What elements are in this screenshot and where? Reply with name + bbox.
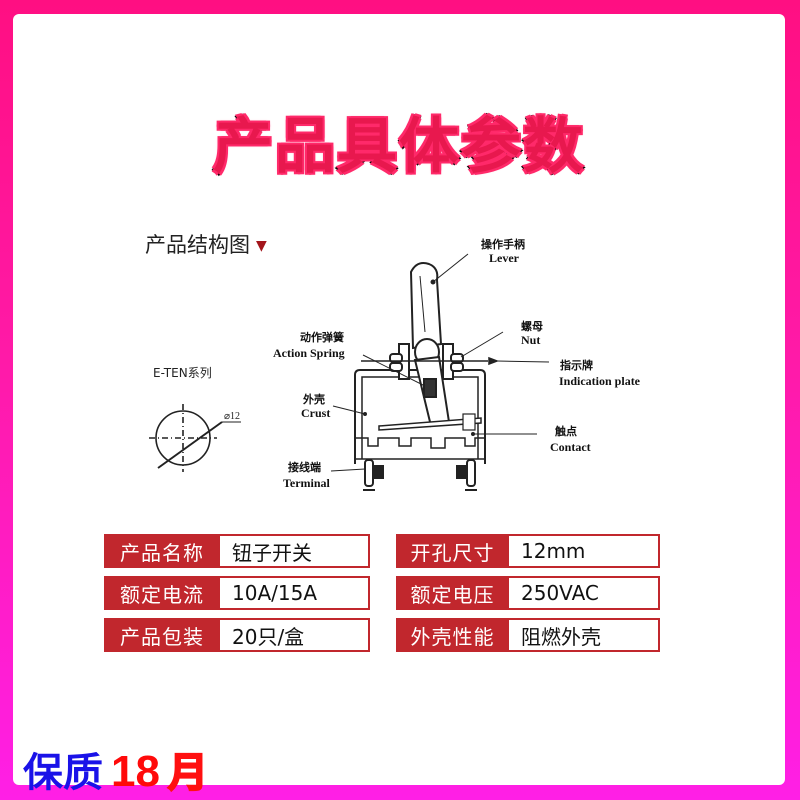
content-panel: 产品具体参数 产品结构图 ▼ E-TEN系列 ⌀12 [13, 14, 785, 797]
spec-value: 250VAC [509, 576, 660, 610]
indication-plate-label-cn: 指示牌 [560, 358, 593, 372]
structure-heading: 产品结构图 ▼ [145, 229, 267, 259]
contact-label-en: Contact [550, 440, 591, 454]
series-label: E-TEN系列 [153, 366, 212, 380]
switch-drawing [354, 262, 486, 491]
spec-label: 额定电压 [396, 576, 509, 610]
spec-label: 外壳性能 [396, 618, 509, 652]
warranty-prefix: 保质 [23, 750, 103, 796]
warranty-unit: 月 [167, 749, 209, 797]
page-title: 产品具体参数 [212, 111, 585, 184]
spec-value: 12mm [509, 534, 660, 568]
spec-label: 产品包装 [104, 618, 220, 652]
terminal-label-cn: 接线端 [288, 460, 321, 474]
action-spring-label-cn: 动作弹簧 [300, 330, 344, 344]
triangle-down-icon: ▼ [256, 238, 267, 254]
toggle-switch-structure-diagram: E-TEN系列 ⌀12 [149, 237, 641, 491]
callout-leaders [330, 253, 537, 472]
indication-plate-line [361, 356, 550, 366]
structure-heading-text: 产品结构图 [145, 233, 250, 257]
contact-label-cn: 触点 [554, 424, 577, 438]
spec-label: 额定电流 [104, 576, 220, 610]
spec-value: 20只/盒 [220, 618, 370, 652]
crust-label-cn: 外壳 [302, 392, 325, 406]
terminal-label-en: Terminal [283, 476, 331, 490]
indication-plate-label-en: Indication plate [559, 374, 641, 388]
crust-label-en: Crust [301, 406, 330, 420]
spec-value: 10A/15A [220, 576, 370, 610]
spec-value: 钮子开关 [220, 534, 370, 568]
hole-dimension-label: ⌀12 [224, 411, 240, 422]
action-spring-label-en: Action Spring [273, 346, 345, 360]
spec-label: 产品名称 [104, 534, 220, 568]
nut-label-cn: 螺母 [521, 319, 543, 333]
nut-label-en: Nut [521, 333, 540, 347]
spec-value: 阻燃外壳 [509, 618, 660, 652]
spec-label: 开孔尺寸 [396, 534, 509, 568]
lever-label-cn: 操作手柄 [481, 237, 525, 251]
panel-hole-drawing [149, 404, 241, 472]
lever-label-en: Lever [489, 251, 520, 265]
warranty-number: 18 [111, 747, 160, 796]
